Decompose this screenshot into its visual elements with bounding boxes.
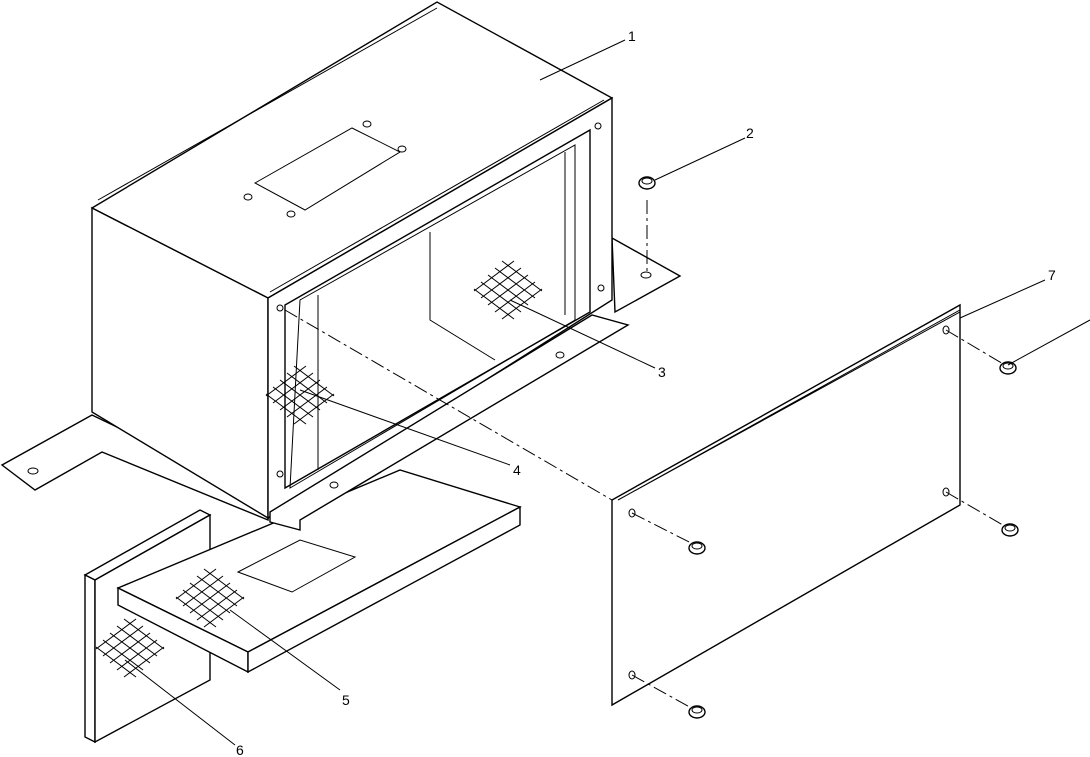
callout-6: 6	[236, 742, 244, 757]
callout-2: 2	[746, 125, 754, 141]
screws	[638, 176, 1019, 719]
mesh-hatch	[175, 568, 245, 628]
screw-icon	[688, 705, 706, 719]
cover-panel-7	[611, 303, 961, 707]
screw-icon	[1001, 523, 1019, 537]
callout-3: 3	[658, 364, 666, 380]
callout-4: 4	[513, 462, 521, 478]
leader-lines	[124, 39, 1090, 746]
mesh-hatch	[473, 260, 543, 320]
bottom-strip	[269, 314, 630, 531]
right-flange	[611, 236, 682, 314]
bottom-plate-5	[116, 469, 522, 674]
screw-icon	[688, 541, 706, 555]
callout-7: 7	[1048, 267, 1056, 283]
mesh-hatch	[265, 365, 335, 425]
callout-1: 1	[628, 28, 636, 44]
enclosure-box-1	[90, 1, 614, 520]
mesh-hatch	[95, 618, 165, 678]
callout-5: 5	[342, 692, 350, 708]
screw-icon	[999, 361, 1017, 375]
screw-icon	[638, 176, 656, 190]
